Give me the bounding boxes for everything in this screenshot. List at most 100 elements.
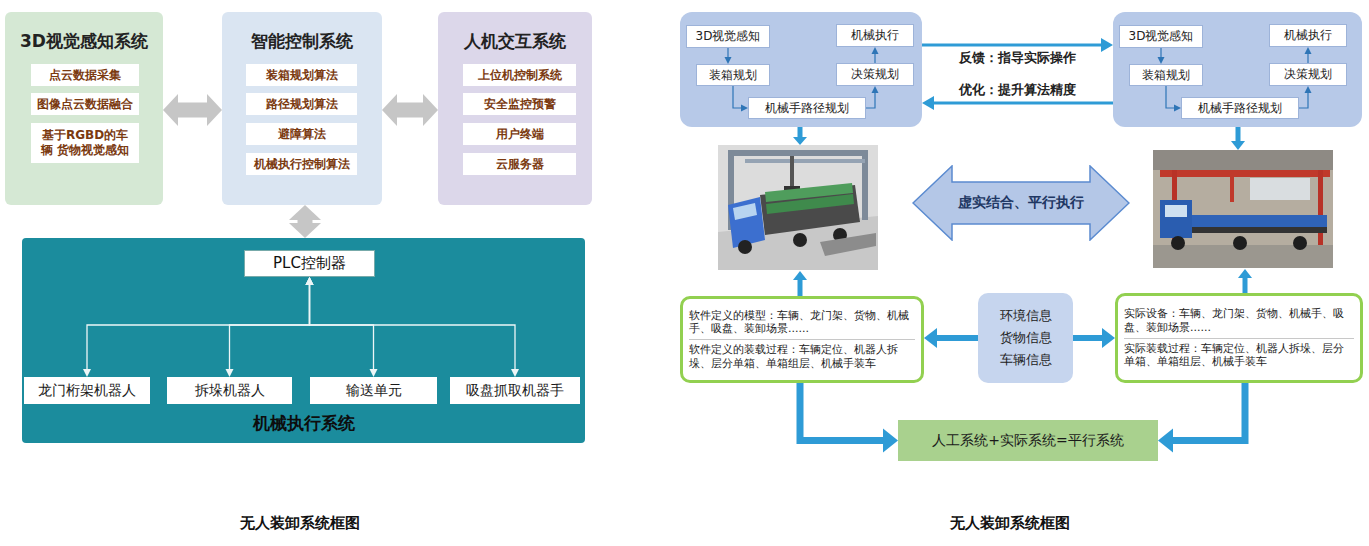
crane-beam [1160,170,1330,177]
connector-line [1160,48,1161,59]
arrow-head [306,277,314,285]
figure-caption: 无人装卸系统框图 [240,514,360,533]
connector-line [1299,91,1308,108]
node-text: 拆垛机器人 [195,382,265,400]
node-text: 云服务器 [496,157,544,172]
wheel [1293,236,1307,250]
connector-line [866,91,875,108]
function-box: 图像点云数据融合 [31,93,139,115]
info-box: 环境信息货物信息车辆信息 [978,293,1073,383]
process-box: 机械手路径规划 [1181,97,1299,119]
function-box: 云服务器 [463,153,576,175]
node-text: 机械执行系统 [253,413,355,434]
result-box: 人工系统+实际系统=平行系统 [898,420,1158,461]
arrow-head [306,277,314,285]
connector [872,47,879,63]
edge-label: 优化：提升算法精度 [959,82,1076,98]
arrow-head [924,328,937,348]
machine-box: 拆垛机器人 [167,377,292,404]
connector [306,277,378,377]
simulation-render [718,145,878,270]
ceiling [1153,150,1333,170]
process-box: 3D视觉感知 [1119,25,1203,48]
arrow-shaft [798,127,803,137]
truck-bed [1192,215,1327,227]
process-box: 装箱规划 [696,64,770,86]
caption-holder: 无人装卸系统框图 [240,514,360,533]
connector [289,205,321,238]
process-panel: 3D视觉感知机械执行装箱规划决策规划机械手路径规划 [680,12,922,127]
arrow-head [1238,269,1252,278]
node-text: 决策规划 [851,67,899,82]
arrow-head [725,57,732,64]
node-text: 机械执行 [851,28,899,43]
node-text: 实际装载过程：车辆定位、机器人拆垛、层分单箱、单箱组层、机械手装车 [1124,338,1354,370]
arrow-head [883,429,898,453]
function-box: 机械执行控制算法 [246,153,357,175]
arrow-head [306,277,314,285]
connector [382,94,438,126]
arrow-head [423,94,438,126]
connector-line [1169,383,1246,441]
machine-box: 吸盘抓取机器手 [450,377,580,404]
arrow-head [793,137,807,145]
arrow-head [872,86,879,93]
arrow-head [1101,38,1113,52]
node-text: 车辆信息 [1000,352,1052,368]
node-text: 机械执行 [1284,28,1332,43]
arrow-body [913,166,1129,240]
wheel [1171,236,1185,250]
site-photo [1153,150,1333,268]
wheel [738,240,752,254]
edge-label-holder: 优化：提升算法精度 [959,82,1076,98]
function-box: 路径规划算法 [246,93,357,115]
node-text: 软件定义的模型：车辆、龙门架、货物、机械手、吸盘、装卸场景...... [689,309,915,337]
node-text: 软件定义的装载过程：车辆定位、机器人拆垛、层分单箱、单箱组层、机械手装车 [689,339,915,371]
node-text: 输送单元 [346,382,402,400]
connector-line [800,383,888,441]
node-text: 货物信息 [1000,330,1052,346]
crane-post [1318,170,1323,245]
function-box: 基于RGBD的车辆 货物视觉感知 [31,123,139,163]
function-box: 装箱规划算法 [246,64,357,86]
photo-background [1153,150,1333,268]
node-text: 基于RGBD的车辆 货物视觉感知 [36,128,134,158]
render-background [718,145,878,270]
node-text: 实际设备：车辆、龙门架、货物、机械手、吸盘、装卸场景...... [1124,307,1354,335]
connector-line [87,283,310,372]
execution-panel: 机械执行系统PLC控制器龙门桁架机器人拆垛机器人输送单元吸盘抓取机器手 [22,238,585,443]
cargo-row [766,194,854,214]
arrow-head [226,369,234,377]
node-text: 路径规划算法 [266,97,338,112]
arrow-head [289,223,321,238]
process-box: 机械执行 [1269,24,1347,47]
node-text: 3D视觉感知 [696,29,761,44]
connector-line [874,52,875,63]
arrow-head [289,205,321,220]
connector [1158,48,1165,64]
cab-window [733,203,757,220]
truck-frame [1192,227,1327,233]
connector-line [1307,52,1308,63]
node-text: 图像点云数据融合 [37,97,133,112]
process-box: 决策规划 [1269,63,1347,86]
arrow-head [1158,57,1165,64]
definition-box: 实际设备：车辆、龙门架、货物、机械手、吸盘、装卸场景...... 实际装载过程：车… [1115,293,1363,383]
window [1250,178,1310,200]
arrow-head [382,94,397,126]
edge-label: 反馈：指导实际操作 [959,50,1076,66]
node-text: 安全监控预警 [484,97,556,112]
connector [163,94,222,126]
connector-line [310,283,516,372]
process-box: 机械执行 [836,24,914,47]
function-box: 避障算法 [246,123,357,145]
connector [1073,328,1115,348]
arrow-shaft [1236,127,1241,141]
connector-line [1073,335,1106,341]
node-text: 装箱规划 [709,68,757,83]
node-text: 机械手路径规划 [1198,101,1282,116]
arrow-head [1174,105,1181,112]
connector-line [1166,86,1176,108]
